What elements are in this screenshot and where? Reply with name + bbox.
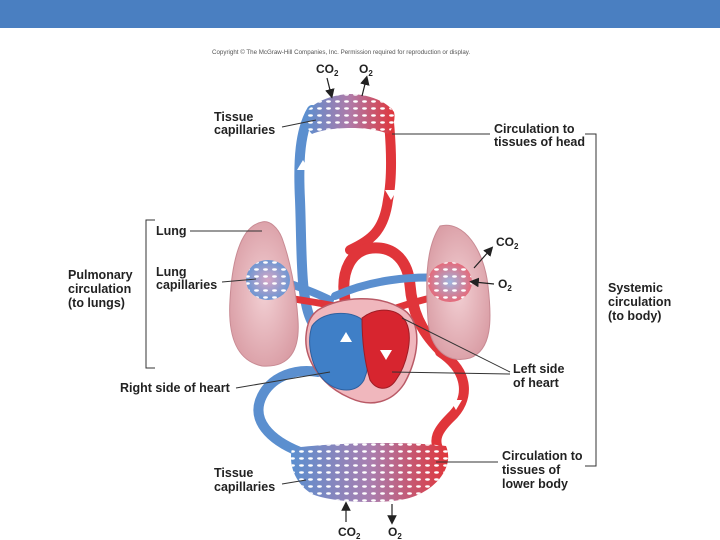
svg-text:tissues of: tissues of — [502, 463, 561, 477]
header-bar — [0, 0, 720, 28]
right-lung — [426, 224, 491, 360]
svg-text:lower body: lower body — [502, 477, 568, 491]
svg-text:CO2: CO2 — [316, 62, 339, 78]
svg-text:capillaries: capillaries — [214, 123, 275, 137]
top-o2: O2 — [359, 62, 373, 97]
label-tissue-capillaries-top: Tissue capillaries — [214, 110, 317, 137]
svg-text:Circulation to: Circulation to — [494, 122, 575, 136]
label-systemic-circulation: Systemic circulation (to body) — [608, 281, 671, 323]
bottom-o2: O2 — [387, 504, 402, 540]
svg-text:Systemic: Systemic — [608, 281, 663, 295]
label-tissue-capillaries-bottom: Tissue capillaries — [214, 466, 307, 494]
svg-text:tissues of head: tissues of head — [494, 135, 585, 149]
label-left-side-heart: Left side of heart — [391, 317, 564, 390]
svg-text:circulation: circulation — [68, 282, 131, 296]
svg-text:Lung: Lung — [156, 265, 187, 279]
heart — [305, 298, 418, 404]
carotid-artery — [345, 107, 396, 255]
svg-text:Tissue: Tissue — [214, 466, 253, 480]
svg-text:capillaries: capillaries — [156, 278, 217, 292]
systemic-bracket — [585, 133, 597, 467]
svg-text:CO2: CO2 — [338, 525, 361, 540]
label-lung-capillaries: Lung capillaries — [156, 265, 257, 292]
svg-text:Left side: Left side — [513, 362, 564, 376]
svg-text:(to body): (to body) — [608, 309, 661, 323]
label-right-side-heart: Right side of heart — [120, 371, 331, 395]
top-co2: CO2 — [316, 62, 339, 99]
svg-text:Tissue: Tissue — [214, 110, 253, 124]
bottom-co2: CO2 — [338, 501, 361, 540]
svg-text:capillaries: capillaries — [214, 480, 275, 494]
label-lung: Lung — [156, 224, 262, 238]
label-circulation-head: Circulation to tissues of head — [392, 122, 585, 149]
svg-text:Right side of heart: Right side of heart — [120, 381, 231, 395]
pulmonary-bracket — [145, 219, 155, 369]
copyright-notice: Copyright © The McGraw-Hill Companies, I… — [212, 49, 470, 56]
left-lung — [229, 221, 299, 367]
label-pulmonary-circulation: Pulmonary circulation (to lungs) — [68, 268, 133, 310]
left-heart-chamber — [361, 309, 410, 389]
svg-text:(to lungs): (to lungs) — [68, 296, 125, 310]
svg-text:Circulation to: Circulation to — [502, 449, 583, 463]
svg-text:Pulmonary: Pulmonary — [68, 268, 133, 282]
right-heart-chamber — [309, 312, 371, 391]
svg-text:CO2: CO2 — [496, 235, 519, 251]
svg-text:O2: O2 — [388, 525, 402, 540]
label-circulation-lower-body: Circulation to tissues of lower body — [436, 449, 583, 491]
svg-text:O2: O2 — [359, 62, 373, 78]
descending-aorta — [431, 347, 469, 457]
svg-text:of heart: of heart — [513, 376, 560, 390]
svg-text:Lung: Lung — [156, 224, 187, 238]
tissue-capillaries-top — [305, 94, 395, 134]
inferior-vein — [253, 366, 323, 457]
flow-arrows — [264, 160, 462, 410]
lung-co2: CO2 — [473, 235, 519, 269]
aortic-arch — [338, 242, 446, 356]
svg-text:O2: O2 — [498, 277, 512, 293]
tissue-capillaries-bottom — [290, 442, 449, 502]
svg-text:circulation: circulation — [608, 295, 671, 309]
lung-o2: O2 — [469, 277, 512, 293]
